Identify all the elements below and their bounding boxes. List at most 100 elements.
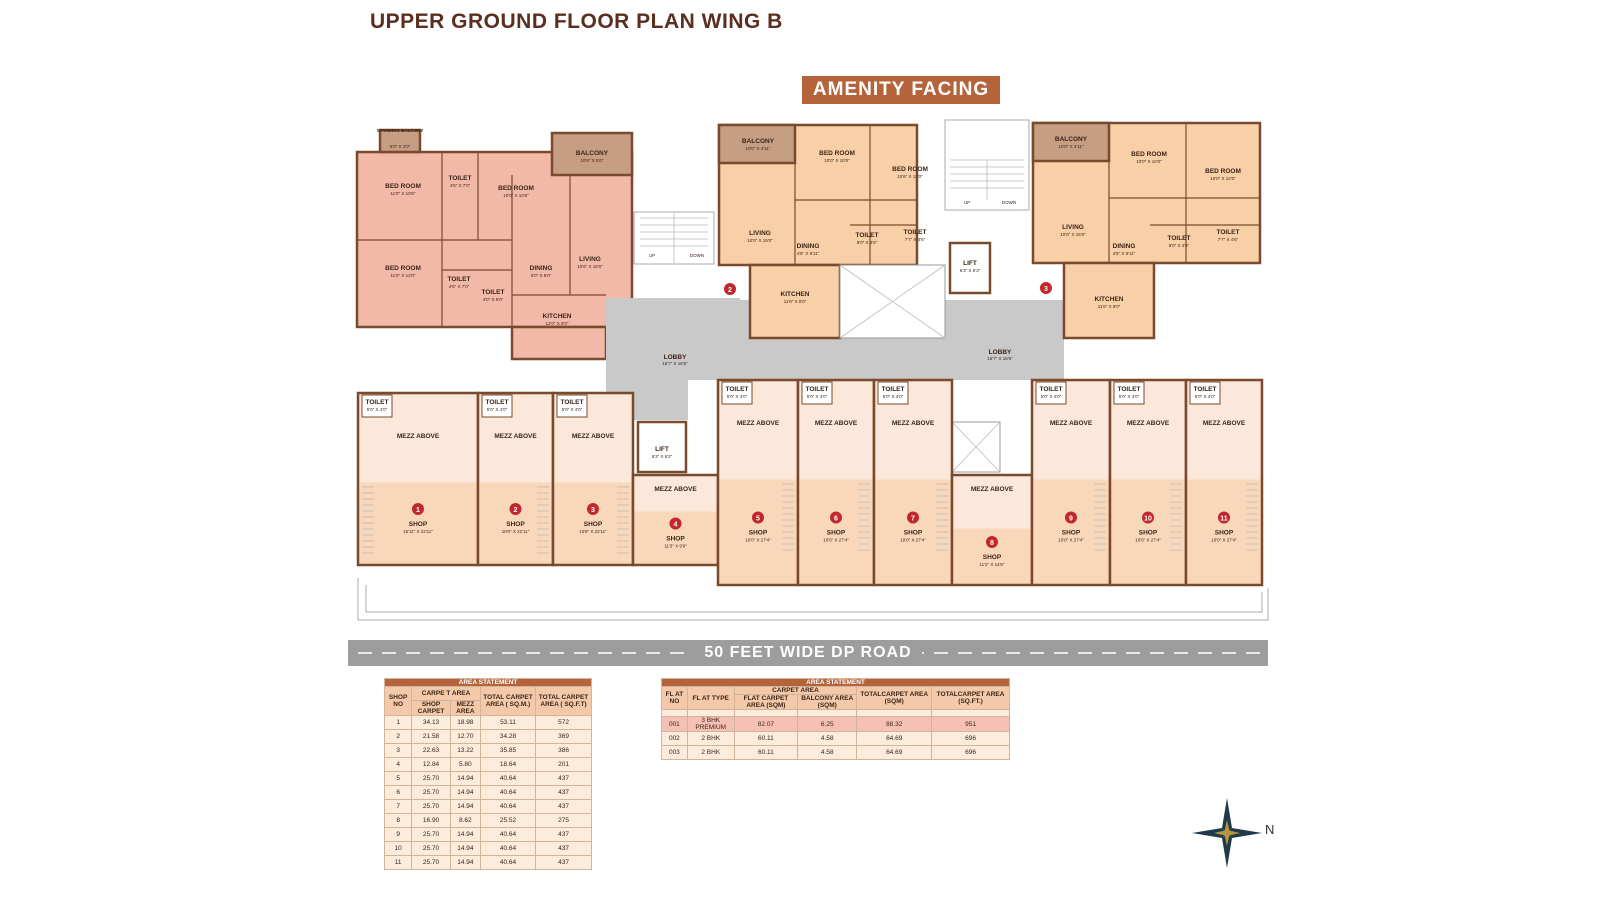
flat-2-balcony <box>717 123 797 165</box>
shop-6-toilet <box>801 381 833 405</box>
road-dash <box>1222 652 1236 654</box>
shop-4-mezz-area <box>634 476 717 512</box>
shop-table-col-mezz: MEZZ AREA <box>449 700 481 716</box>
road-dash <box>598 652 612 654</box>
svg-text:4'5" X 9'11": 4'5" X 9'11" <box>1113 251 1136 256</box>
shop-10-toilet-size: 5'0" X 4'0" <box>1119 394 1140 399</box>
flat-1-bed3-label: BED ROOM <box>385 265 421 272</box>
flat-table-spacer-cell <box>661 709 688 717</box>
flat-1-kitchen-extension <box>510 325 608 361</box>
shop-table-col-carpet-group: CARPE T AREA <box>411 686 481 701</box>
shop-7-mezz-label: MEZZ ABOVE <box>892 420 935 427</box>
flat-2-marker <box>724 283 736 295</box>
flat-3-dining-size: 4'5" X 9'11" <box>1113 251 1136 256</box>
shop-table-cell: 25.70 <box>411 827 451 842</box>
shop-7-marker <box>907 511 919 524</box>
svg-text:15'7" X 16'6": 15'7" X 16'6" <box>987 356 1013 361</box>
flat-table-cell: 4.58 <box>797 731 858 746</box>
flat-1-balcony <box>550 131 634 177</box>
flat-table-spacer-cell <box>797 709 858 717</box>
flat-1-toilet3-label: TOILET <box>482 289 505 296</box>
shop-4-label: SHOP <box>666 536 685 543</box>
flat-table-cell: 696 <box>931 745 1010 760</box>
svg-text:BALCONY: BALCONY <box>1055 136 1088 143</box>
shop-8-mezz-area <box>953 476 1031 529</box>
shop-table-cell: 10 <box>383 841 413 856</box>
shop-2-size: 10'0" X 22'11" <box>502 529 530 534</box>
flat-2-toilet1-size: 8'0" X 4'6" <box>857 240 878 245</box>
shop-8-size: 11'2" X 14'6" <box>979 562 1004 567</box>
flat-1-bed2-size: 10'0" X 10'6" <box>503 193 529 198</box>
flat-3: BALCONY 10'0" X 4'11" BED ROOM 10'0" X 1… <box>1031 121 1262 340</box>
svg-text:4'6" X 7'0": 4'6" X 7'0" <box>449 284 470 289</box>
svg-text:5'0" X 3'0": 5'0" X 3'0" <box>390 144 411 149</box>
flat-1-toilet2-label: TOILET <box>448 276 471 283</box>
svg-text:BED ROOM: BED ROOM <box>498 185 534 192</box>
shop-9-mezz-label: MEZZ ABOVE <box>1050 420 1093 427</box>
lift-top-size: 6'3" X 6'3" <box>960 268 981 273</box>
road-dash <box>934 652 948 654</box>
shop-table-cell: 34.13 <box>411 715 451 730</box>
compass-icon <box>1192 798 1262 868</box>
shop-11-marker-label: 11 <box>1220 516 1228 523</box>
svg-text:4'0" X 6'0": 4'0" X 6'0" <box>483 297 504 302</box>
flat-1-toilet1-size: 4'6" X 7'0" <box>450 183 471 188</box>
shop-table-cell: 275 <box>535 813 592 828</box>
svg-text:LIFT: LIFT <box>963 260 977 267</box>
svg-text:10'0" X 4'11": 10'0" X 4'11" <box>1058 144 1083 149</box>
svg-text:11'6" X 8'0": 11'6" X 8'0" <box>1098 304 1121 309</box>
svg-text:UP: UP <box>649 253 655 258</box>
shop-4-mezz-label: MEZZ ABOVE <box>654 486 697 493</box>
shop-3-label: SHOP <box>584 521 603 528</box>
shop-table-cell: 4 <box>383 757 413 772</box>
flat-table-cell: 64.69 <box>856 745 933 760</box>
shop-table-cell: 40.64 <box>479 855 537 870</box>
stair-right-up-label: UP <box>964 200 970 205</box>
lobby-left-label: LOBBY <box>664 354 687 361</box>
shop-5-toilet <box>721 381 753 405</box>
shop-7-size: 10'0" X 27'4" <box>900 538 926 543</box>
core: UP DOWN LIFT 6'3" X 6'3" <box>944 119 1030 295</box>
flat-1-dining-size: 6'0" X 8'0" <box>531 273 552 278</box>
shop-1-marker-label: 1 <box>416 507 420 514</box>
shop-6-toilet-size: 5'0" X 4'0" <box>807 394 828 399</box>
shop-3-toilet-size: 5'0" X 4'0" <box>562 407 583 412</box>
flat-2-bed1-size: 10'0" X 10'0" <box>824 158 850 163</box>
shop-7-stair <box>936 483 948 551</box>
shop-11-stair <box>1246 483 1258 551</box>
shop-11-toilet <box>1189 381 1221 405</box>
shop-table-cell: 437 <box>535 771 592 786</box>
shop-11-size: 10'0" X 27'4" <box>1211 538 1237 543</box>
flat-table-cell: 6.25 <box>797 716 858 732</box>
road-dash <box>646 652 660 654</box>
shop-table-cell: 53.11 <box>479 715 537 730</box>
shop-table-cell: 8 <box>383 813 413 828</box>
flat-2-living-label: LIVING <box>749 230 771 237</box>
svg-text:6'0" X 8'0": 6'0" X 8'0" <box>531 273 552 278</box>
flat-3-balcony <box>1031 121 1111 163</box>
shop-2-marker <box>509 503 522 515</box>
shop-10-mezz-label: MEZZ ABOVE <box>1127 420 1170 427</box>
shop-9-toilet <box>1035 381 1067 405</box>
shop-7-toilet-label: TOILET <box>882 386 905 393</box>
shop-table-cell: 34.28 <box>479 729 537 744</box>
flat-1-kitchen-size: 12'0" X 8'0" <box>546 321 569 326</box>
shop-5-toilet-label: TOILET <box>726 386 749 393</box>
svg-text:10'0" X 15'0": 10'0" X 15'0" <box>1060 232 1086 237</box>
shop-table-cell: 369 <box>535 729 592 744</box>
shop-1-toilet <box>361 394 393 418</box>
flat-2-toilet1-label: TOILET <box>856 232 879 239</box>
shop-10-toilet-label: TOILET <box>1118 386 1141 393</box>
shop-4-marker-label: 4 <box>674 522 678 529</box>
shop-2-toilet-label: TOILET <box>486 399 509 406</box>
flat-table-col-total-sqm: TOTALCARPET AREA (SQM) <box>856 686 933 710</box>
